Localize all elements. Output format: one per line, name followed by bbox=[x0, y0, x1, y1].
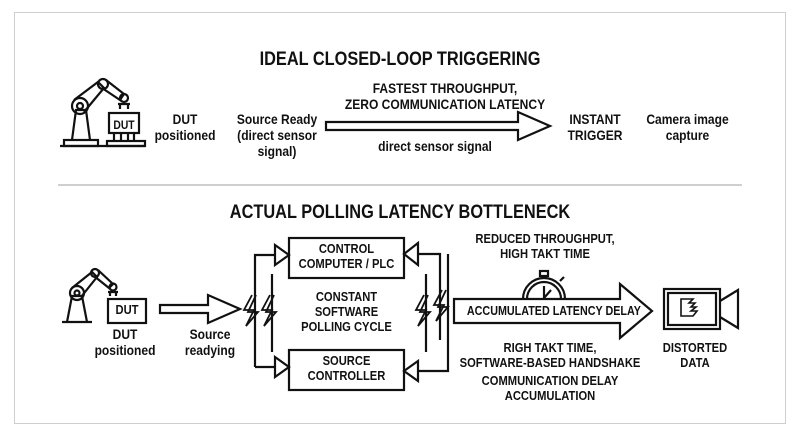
dut-box bbox=[106, 297, 148, 325]
reduced-throughput-label: REDUCED THROUGHPUT,HIGH TAKT TIME bbox=[475, 231, 615, 261]
polling-loop bbox=[253, 236, 450, 392]
latency-delay-label: ACCUMULATED LATENCY DELAY bbox=[466, 304, 641, 318]
latency-delay-arrow bbox=[452, 281, 654, 341]
ideal-section-title: IDEAL CLOSED-LOOP TRIGGERING bbox=[259, 49, 541, 70]
camera-icon bbox=[662, 287, 740, 331]
dut-label: DUT bbox=[113, 118, 135, 132]
lightning-icon bbox=[242, 289, 450, 327]
dut-fixture-icon bbox=[105, 111, 147, 148]
dut-label: DUT bbox=[115, 302, 139, 317]
polling-section-title: ACTUAL POLLING LATENCY BOTTLENECK bbox=[229, 202, 571, 223]
stopwatch-icon bbox=[521, 269, 567, 300]
robot-arm-icon bbox=[62, 267, 118, 324]
handshake-label: RIGH TAKT TIME,SOFTWARE-BASED HANDSHAKE bbox=[459, 340, 641, 370]
fastest-throughput-label: FASTEST THROUGHPUT,ZERO COMMUNICATION LA… bbox=[344, 80, 546, 113]
robot-arm-icon bbox=[60, 77, 145, 148]
control-computer-box bbox=[287, 236, 406, 280]
section-divider bbox=[58, 184, 742, 186]
direct-sensor-signal-label: direct sensor signal bbox=[378, 138, 492, 154]
source-readying-arrow bbox=[158, 293, 243, 325]
direct-signal-arrow bbox=[324, 110, 553, 142]
diagram-frame bbox=[14, 12, 786, 424]
